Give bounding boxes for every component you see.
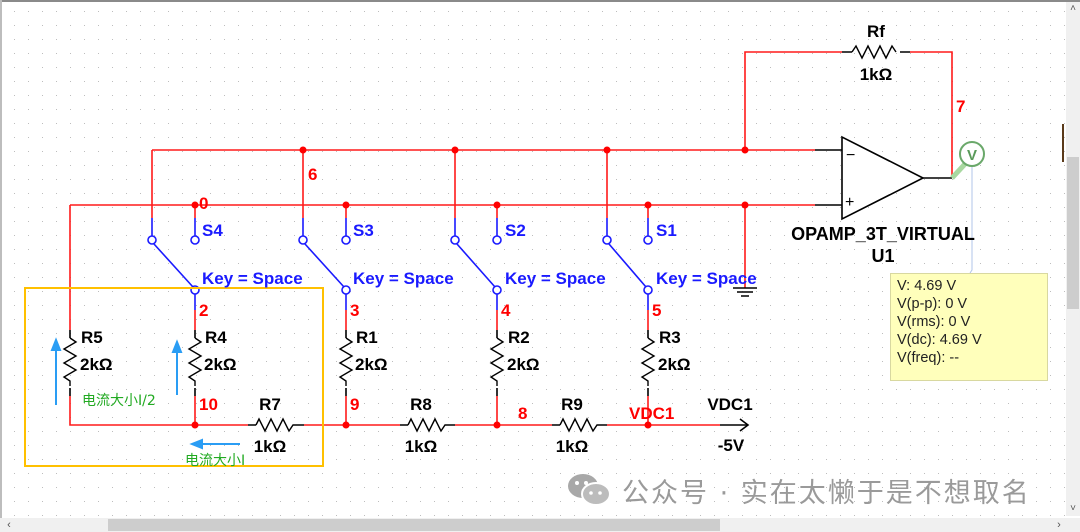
switch-s4-key: Key = Space (202, 269, 303, 288)
rf-ref: Rf (867, 22, 885, 41)
opamp-minus: − (846, 147, 855, 164)
switch-s4-ref: S4 (202, 221, 223, 240)
horizontal-scroll-thumb[interactable] (108, 519, 720, 531)
net-label-7: 7 (956, 97, 965, 116)
net-label-6: 6 (308, 165, 317, 184)
wire-rf-right-net-7 (910, 51, 953, 178)
resistor-r8-icon[interactable] (407, 417, 448, 433)
switch-s1-key: Key = Space (656, 269, 757, 288)
r1-value: 2kΩ (355, 355, 388, 374)
probe-vfreq: V(freq): -- (897, 350, 960, 366)
r3-ref: R3 (659, 328, 681, 347)
r2-value: 2kΩ (507, 355, 540, 374)
vdc1-value: -5V (718, 436, 745, 455)
switch-s2[interactable] (450, 218, 502, 310)
voltage-probe[interactable]: V (950, 141, 985, 274)
r7-value: 1kΩ (254, 437, 287, 456)
net-label-8: 8 (518, 404, 527, 423)
probe-v: V: 4.69 V (897, 278, 957, 294)
resistor-r7-icon[interactable] (255, 417, 296, 433)
highlight-box (24, 287, 324, 467)
resistor-r4-icon[interactable] (187, 337, 203, 386)
ground-icon (733, 287, 757, 297)
net-label-3: 3 (350, 301, 359, 320)
net-label-4: 4 (501, 301, 511, 320)
current-arrow-up-icon (50, 337, 62, 405)
r4-value: 2kΩ (204, 355, 237, 374)
r8-ref: R8 (410, 395, 432, 414)
resistor-r9-icon[interactable] (559, 417, 600, 433)
net-label-10: 10 (199, 395, 218, 414)
horizontal-scrollbar[interactable]: ‹ › (0, 518, 1066, 532)
scrollbar-corner (1066, 518, 1080, 532)
net-label-vdc1: VDC1 (629, 404, 674, 423)
r9-value: 1kΩ (556, 437, 589, 456)
switch-s3[interactable] (298, 218, 351, 310)
net-label-5: 5 (652, 301, 661, 320)
net-label-0: 0 (199, 194, 208, 213)
resistor-r5-icon[interactable] (62, 337, 78, 386)
window-left-border (0, 0, 2, 532)
net-label-2: 2 (199, 301, 208, 320)
r5-ref: R5 (81, 328, 103, 347)
net-label-9: 9 (350, 395, 359, 414)
opamp-plus: + (845, 194, 854, 211)
r7-ref: R7 (259, 395, 281, 414)
current-arrow-up-icon (171, 339, 183, 395)
annotation-half-current: 电流大小I/2 (82, 393, 156, 409)
switch-s1[interactable] (602, 218, 653, 310)
current-arrow-left-icon (189, 438, 240, 450)
r3-value: 2kΩ (658, 355, 691, 374)
scroll-right-icon[interactable]: › (1057, 519, 1061, 531)
vertical-scroll-thumb[interactable] (1067, 157, 1079, 309)
switch-s3-key: Key = Space (353, 269, 454, 288)
switch-s2-key: Key = Space (505, 269, 606, 288)
wire-rf-left (744, 51, 842, 150)
rf-value: 1kΩ (860, 65, 893, 84)
r9-ref: R9 (561, 395, 583, 414)
scroll-left-icon[interactable]: ‹ (7, 519, 11, 531)
vdc-arrow-icon (739, 418, 750, 432)
junctions (191, 146, 749, 429)
resistor-r1-icon[interactable] (338, 337, 354, 386)
resistor-r2-icon[interactable] (489, 337, 505, 386)
opamp-ref: U1 (871, 246, 894, 266)
r8-value: 1kΩ (405, 437, 438, 456)
annotation-full-current: 电流大小I (185, 453, 245, 469)
window-top-border (0, 0, 1080, 2)
switch-s1-ref: S1 (656, 221, 677, 240)
resistor-rf-icon[interactable] (851, 44, 897, 60)
watermark: 公众号 · 实在太懒于是不想取名 (566, 470, 1031, 510)
probe-vpp: V(p-p): 0 V (897, 296, 968, 312)
page-edge-marker (1062, 124, 1064, 162)
r1-ref: R1 (356, 328, 378, 347)
r4-ref: R4 (205, 328, 227, 347)
vdc1-ref: VDC1 (707, 395, 752, 414)
opamp-model: OPAMP_3T_VIRTUAL (791, 224, 975, 244)
wechat-icon (568, 474, 611, 506)
switch-s2-ref: S2 (505, 221, 526, 240)
scroll-up-icon[interactable]: ˄ (1070, 3, 1076, 14)
probe-readout: V: 4.69 V V(p-p): 0 V V(rms): 0 V V(dc):… (890, 273, 1048, 381)
r2-ref: R2 (508, 328, 530, 347)
r5-value: 2kΩ (80, 355, 113, 374)
voltmeter-icon: V (967, 147, 977, 164)
watermark-text: 公众号 · 实在太懒于是不想取名 (622, 477, 1031, 509)
probe-vrms: V(rms): 0 V (897, 314, 971, 330)
resistor-r3-icon[interactable] (640, 337, 656, 386)
opamp-u1[interactable]: − + (841, 135, 925, 221)
probe-vdc: V(dc): 4.69 V (897, 332, 982, 348)
switch-s3-ref: S3 (353, 221, 374, 240)
scroll-down-icon[interactable]: ˅ (1070, 503, 1076, 514)
vertical-scrollbar[interactable]: ˄ ˅ (1066, 2, 1080, 516)
